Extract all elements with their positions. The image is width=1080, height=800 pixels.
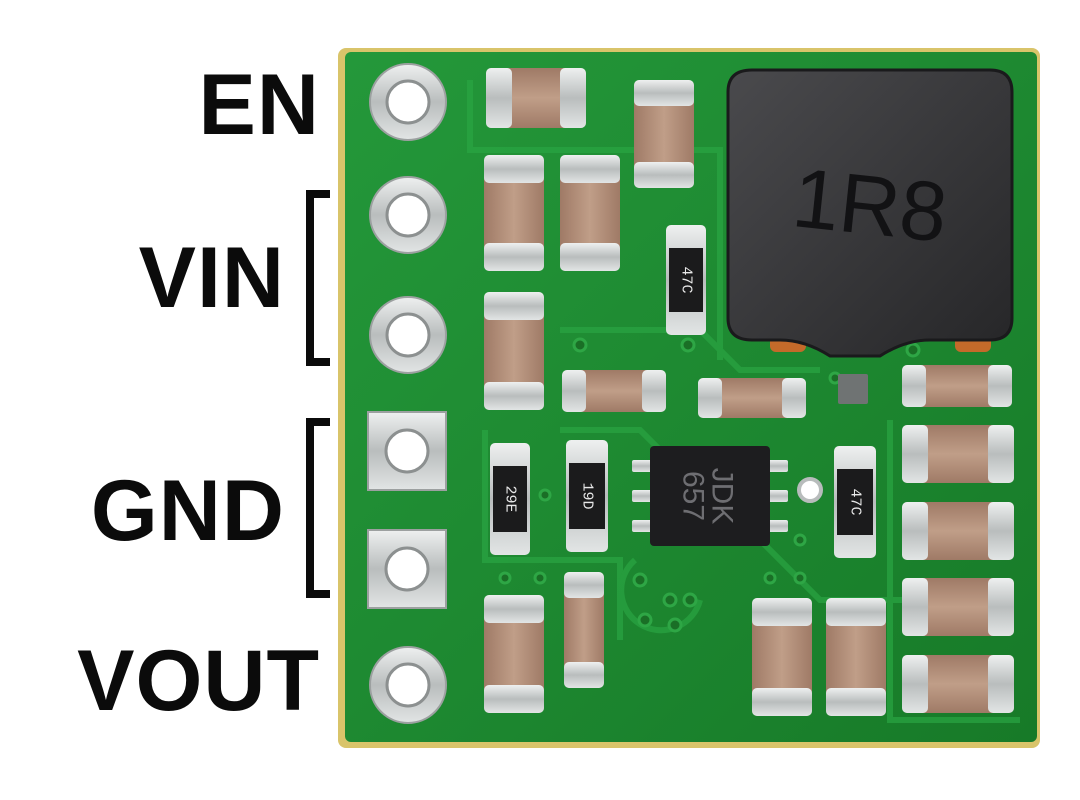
inductor-marking: 1R8 [788, 150, 951, 260]
pin-gnd-1 [367, 411, 447, 491]
capacitor-v-8 [826, 598, 886, 716]
capacitor-h-3 [698, 378, 806, 418]
capacitor-h-1 [486, 68, 586, 128]
pin-en [369, 63, 447, 141]
capacitor-h-7 [902, 578, 1014, 636]
capacitor-v-4 [484, 292, 544, 410]
capacitor-h-2 [562, 370, 666, 412]
resistor-2-marking: 29E [502, 485, 519, 512]
label-gnd: GND [90, 463, 285, 559]
pin-vout [369, 646, 447, 724]
ic-marking-line2: 657 [677, 471, 710, 521]
capacitor-v-3 [560, 155, 620, 271]
capacitor-v-6 [484, 595, 544, 713]
bracket-vin [306, 190, 330, 366]
resistor-3-marking: 19D [579, 482, 596, 509]
test-pad [838, 374, 868, 404]
capacitor-h-4 [902, 365, 1012, 407]
inductor: 1R8 [726, 68, 1014, 358]
pin-gnd-2 [367, 529, 447, 609]
label-vin: VIN [138, 230, 285, 326]
pin-labels: EN VIN GND VOUT [0, 0, 340, 800]
resistor-1-marking: 47C [678, 266, 695, 293]
capacitor-h-8 [902, 655, 1014, 713]
fiducial [797, 477, 823, 503]
label-vout: VOUT [77, 633, 320, 729]
resistor-4: 47C [834, 446, 876, 558]
label-en: EN [198, 57, 320, 153]
resistor-2: 29E [490, 443, 530, 555]
vias [498, 337, 921, 633]
resistor-3: 19D [566, 440, 608, 552]
capacitor-v-2 [484, 155, 544, 271]
resistor-1: 47C [666, 225, 706, 335]
capacitor-v-7 [752, 598, 812, 716]
pin-vin-1 [369, 176, 447, 254]
resistor-4-marking: 47C [847, 488, 864, 515]
capacitor-v-1 [634, 80, 694, 188]
capacitor-v-5 [564, 572, 604, 688]
capacitor-h-6 [902, 502, 1014, 560]
bracket-gnd [306, 418, 330, 598]
ic-marking-line1: JDK [706, 468, 739, 525]
capacitor-h-5 [902, 425, 1014, 483]
ic-chip: JDK 657 [632, 446, 788, 546]
pin-vin-2 [369, 296, 447, 374]
